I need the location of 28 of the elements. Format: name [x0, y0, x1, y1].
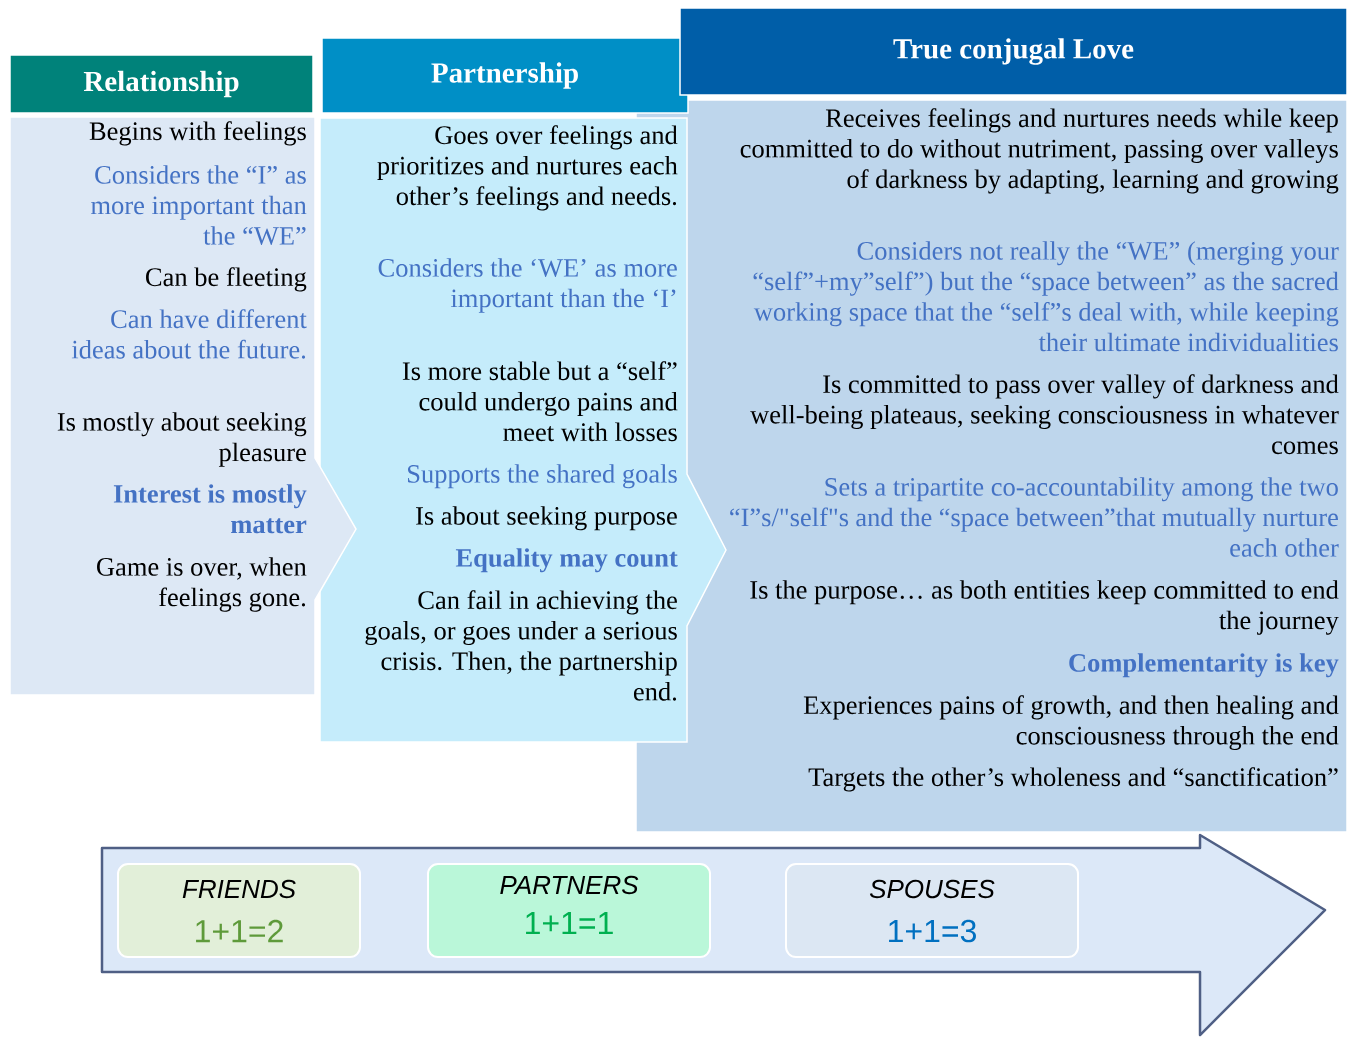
statement-text: Begins with feelings	[89, 121, 306, 146]
statement-text: Complementarity is key	[1069, 653, 1339, 678]
stage-box: PARTNERS 1+1=1	[427, 863, 711, 958]
statement-text: Goes over feelings and prioritizes and nurtures each other’s feelings and needs.	[377, 125, 678, 211]
statement-text: Can have different ideas about the future.	[71, 309, 307, 359]
statement-text: Supports the shared goals	[408, 464, 677, 489]
statement-text: Is about seeking purpose	[416, 506, 677, 531]
stage-box: FRIENDS 1+1=2	[117, 863, 361, 958]
statement-text: Is committed to pass over valley of darkness and well-being plateaus, seeking consciousness in whatever comes	[750, 374, 1339, 455]
statement-text: Can be fleeting	[146, 267, 307, 292]
statement-text: Is mostly about seeking pleasure	[57, 412, 307, 467]
statement-text: Can fail in achieving the goals, or goes under a serious crisis. Then, the partnership end.	[365, 590, 677, 701]
statement-text: Interest is mostly matter	[113, 484, 307, 534]
statement-text: Is the purpose… as both entities keep committed to end the journey	[750, 580, 1339, 635]
heading-box: True conjugal Love	[679, 7, 1348, 96]
statement-text: Is more stable but a “self” could undergo pains and meet with losses	[402, 361, 678, 442]
statement-text: Sets a tripartite co-accountability among the two “I”s/"self"s and the “space between”that mutually nurture each other	[730, 477, 1339, 557]
statement-text: Experiences pains of growth, and then healing and consciousness through the end	[803, 695, 1339, 751]
heading-box: Partnership	[321, 37, 689, 114]
statement-text: Game is over, when feelings gone.	[97, 557, 307, 612]
statement-text: Considers not really the “WE” (merging your “self”+my”self”) but the “space between” as the sacred working space that the “self”s deal with, while keeping their ultimate individualities	[753, 241, 1339, 352]
stage-box: SPOUSES 1+1=3	[785, 863, 1079, 958]
statement-text: Considers the “I” as more important than the “WE”	[91, 165, 307, 245]
heading-box: Relationship	[9, 54, 314, 114]
statement-text: Considers the ‘WE’ as more important than the ‘I’	[378, 258, 677, 313]
statement-text: Receives feelings and nurtures needs while keep committed to do without nutriment, passing over valleys of darkness by adapting, learning and growing	[740, 108, 1339, 194]
statement-text: Targets the other’s wholeness and “sanctification”	[808, 767, 1338, 792]
statement-text: Equality may count	[455, 548, 678, 573]
